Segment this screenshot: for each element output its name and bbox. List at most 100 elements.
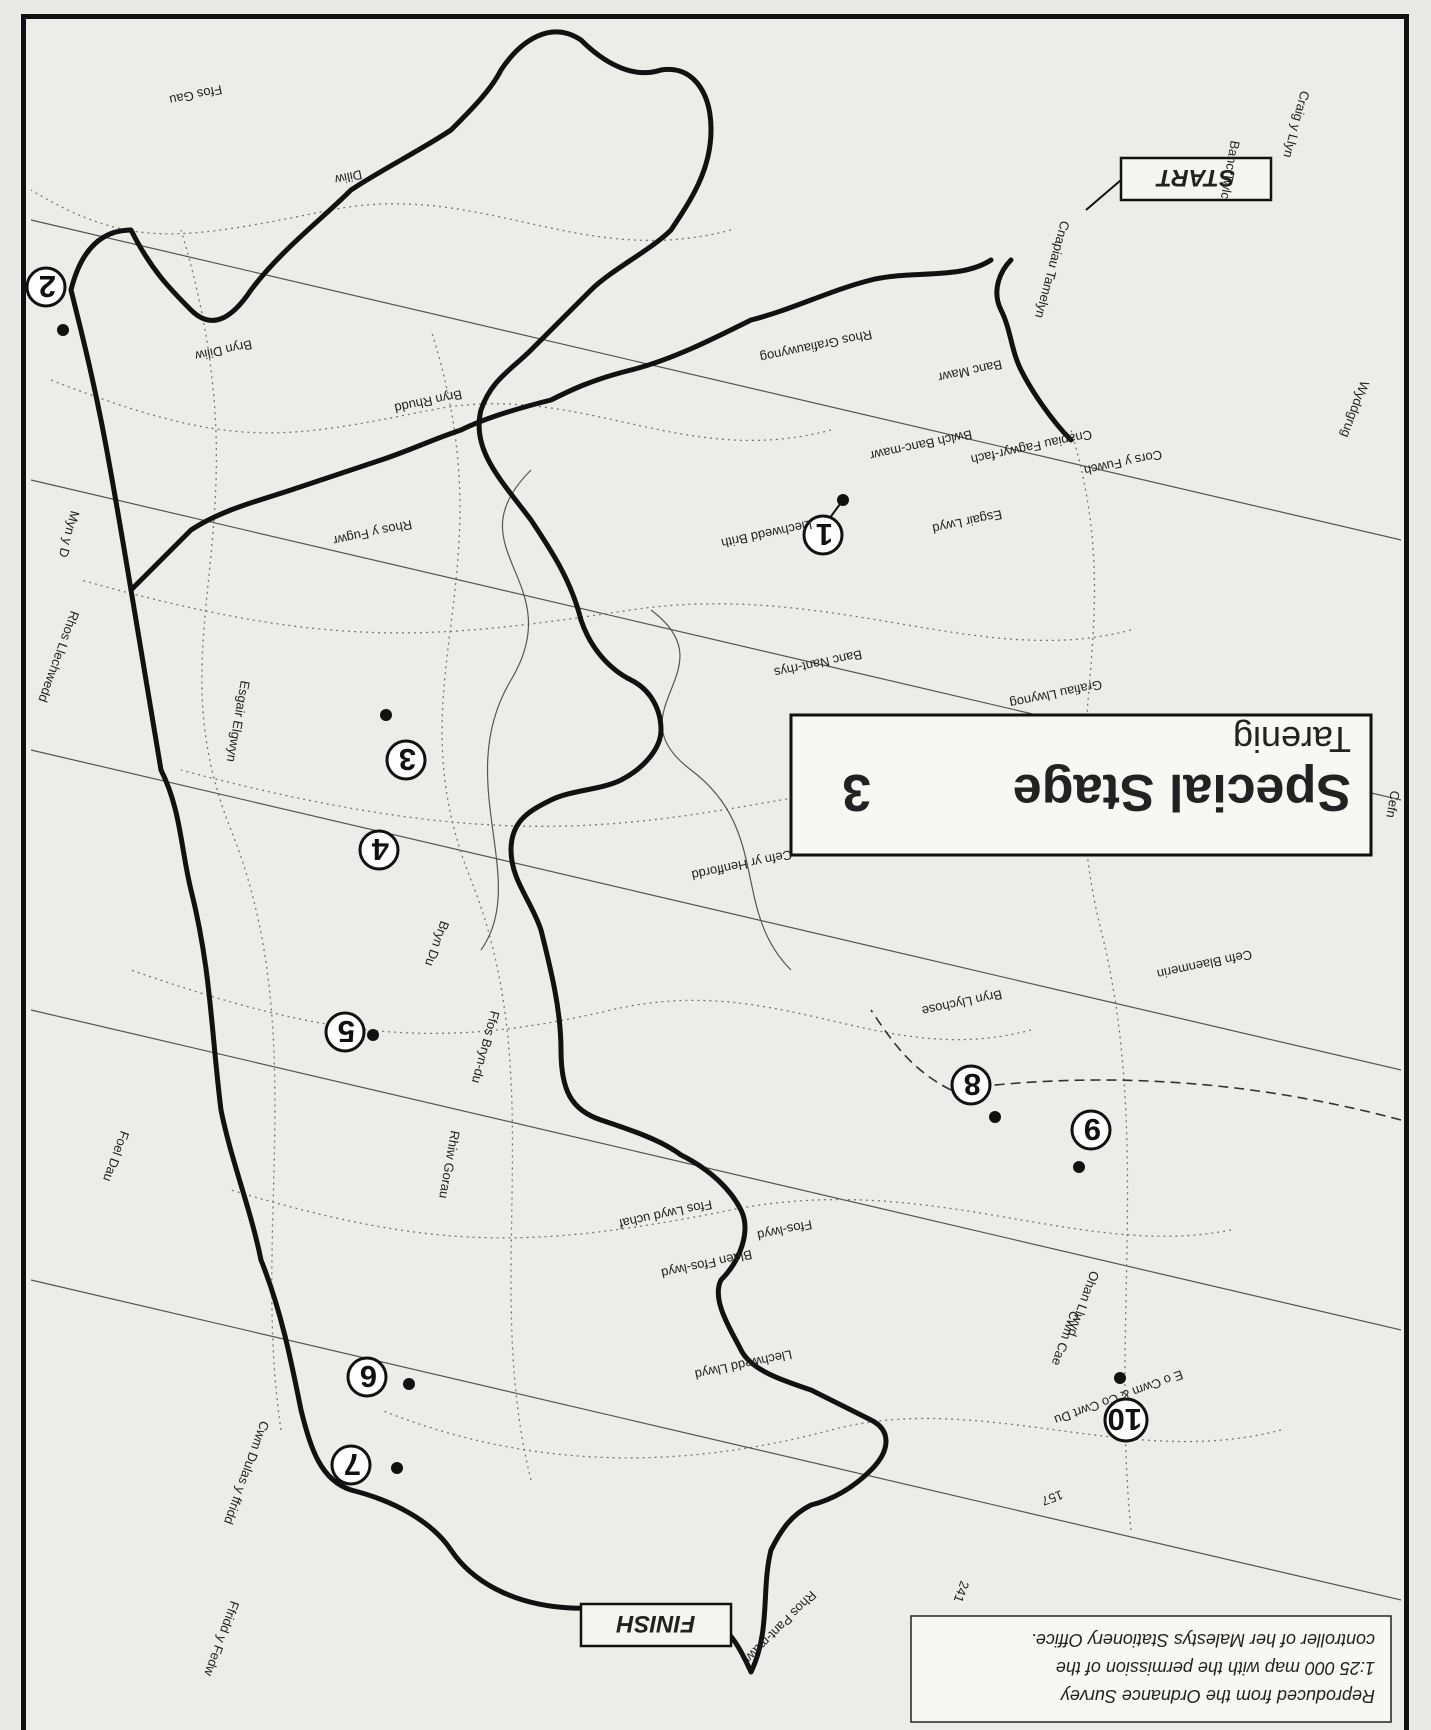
place-esgair-elgwyn: Esgair Elgwyn [224, 679, 253, 763]
control-4: 4 [358, 829, 400, 871]
grid-line [30, 1009, 1402, 1331]
place-cefn-yr-henffordd: Cefn yr Henffordd [690, 847, 793, 883]
place-cefn: Cefn [1383, 789, 1403, 819]
grid-line [30, 1279, 1402, 1601]
finish-marker: FINISH [579, 1602, 733, 1648]
place-bwlch-banc-mawr: Bwlch Banc-mawr [868, 427, 974, 463]
track [130, 969, 1032, 1041]
track [1070, 429, 1132, 1531]
control-1-label: 1 [816, 517, 833, 552]
place-rhos-pant-mawr: Rhos Pant-mawr [740, 1588, 820, 1668]
place-grafiau-llwynog: Grafiau Llwynog [1008, 677, 1103, 711]
control-6-label: 6 [360, 1359, 377, 1394]
place-ffos-lwyd-uchaf: Ffos Lwyd uchaf [617, 1197, 713, 1231]
place-banc-mawr: Banc Mawr [936, 357, 1003, 385]
control-8: 8 [950, 1064, 1001, 1123]
stage-name: Tarenig [1233, 719, 1351, 760]
control-4-label: 4 [371, 832, 389, 867]
control-7: 7 [330, 1444, 403, 1486]
control-9: 9 [1070, 1109, 1112, 1173]
finish-box [579, 1602, 733, 1648]
place-ohan-llwyd: Ohan Llwyd [1065, 1269, 1103, 1339]
forest-tracks [30, 189, 1312, 1531]
place-ffridd: Ffridd y Fedw [201, 1599, 242, 1679]
old-road [870, 1009, 952, 1091]
finish-label: FINISH [616, 1610, 695, 1637]
track [30, 189, 732, 242]
copyright-line-2: 1:25 000 map with the permission of the [1056, 1658, 1375, 1678]
place-llechwedd-brith: Llechwedd Brith [720, 517, 814, 551]
place-bryn-du: Bryn Du [422, 919, 452, 968]
copyright-box: Reproduced from the Ordnance Survey 1:25… [910, 1615, 1392, 1723]
place-banc-nant-rhys: Banc Nant-rhys [772, 647, 863, 680]
place-rhos-y-fugwr: Rhos y Fugwr [331, 517, 413, 548]
place-grid-157: 157 [1040, 1487, 1066, 1509]
start-box [1119, 156, 1273, 202]
control-5-label: 5 [338, 1014, 355, 1049]
place-esgair-lwyd: Esgair Lwyd [931, 507, 1003, 536]
place-diliw: Diliw [333, 167, 364, 188]
stage-route-link [128, 257, 994, 593]
start-pointer [1085, 179, 1122, 211]
control-2-label: 2 [39, 269, 56, 304]
place-cnapiau-tamelyn: Cnapiau Tamelyn [1032, 219, 1072, 320]
control-3-label: 3 [399, 742, 416, 777]
copyright-line-3: controller of her Malestys Stationery Of… [1031, 1630, 1375, 1650]
place-cefn-blaenmerin: Cefn Blaenmerin [1156, 947, 1254, 982]
grid-line [30, 749, 1402, 1071]
stage-route [68, 29, 889, 1675]
place-craig-y-llyn: Craig y Llyn [1280, 89, 1312, 159]
control-10: 10 [1103, 1372, 1149, 1443]
place-bryn-diliw: Bryn Diliw [193, 337, 253, 364]
place-ffos-gau: Ffos Gau [168, 82, 223, 108]
stage-title-box: Special Stage 3 Tarenig [789, 713, 1373, 857]
control-9-label: 9 [1084, 1112, 1101, 1147]
forest-edge [650, 609, 792, 971]
old-road [950, 1079, 1402, 1121]
place-rhos-llechwedd: Rhos Llechwedd [35, 609, 82, 704]
track [80, 579, 1132, 641]
place-ffos-lwyd: Ffos-lwyd [756, 1217, 814, 1243]
place-myn-y-d: Myn y D [56, 509, 83, 559]
place-cors-y-fuwch: Cors y Fuwch [1083, 447, 1164, 478]
place-grid-241: 241 [951, 1579, 973, 1605]
stage-route-spur [994, 257, 1074, 443]
forest-edge [480, 469, 532, 951]
copyright-line-1: Reproduced from the Ordnance Survey [1060, 1686, 1375, 1706]
control-3: 3 [380, 709, 427, 781]
track [180, 229, 282, 1431]
place-bryn-rhudd: Bryn Rhudd [393, 387, 463, 416]
control-7-label: 7 [344, 1447, 361, 1482]
place-rhiw-gorau: Rhiw Gorau [436, 1129, 463, 1199]
stage-title: Special Stage [1013, 763, 1351, 821]
track [180, 769, 1312, 841]
grid-lines [30, 219, 1402, 1601]
copyright-frame [910, 1615, 1392, 1723]
track [230, 1189, 1232, 1239]
place-cwm-y-ffridd: Cwm Dulas y ffridd [221, 1419, 272, 1526]
start-label: START [1155, 164, 1235, 191]
control-8-label: 8 [964, 1067, 981, 1102]
stage-number: 3 [842, 763, 871, 821]
place-bryn-llychose: Bryn Llychose [921, 987, 1004, 1019]
track [50, 379, 832, 442]
place-blaen-ffos: Blaen Ffos-lwyd [660, 1247, 754, 1281]
stage-box [789, 713, 1373, 857]
place-rhos-grafiau: Rhos Grafiauwynog [759, 327, 874, 365]
track [430, 329, 532, 1481]
place-ffos-bryn-du: Ffos Bryn-du [469, 1009, 503, 1085]
place-cnapiau: Cnapiau Fagwyr-fach [970, 427, 1094, 467]
control-10-label: 10 [1108, 1402, 1142, 1437]
place-foel-dau: Foel Dau [100, 1129, 132, 1184]
start-marker: START [1085, 156, 1273, 211]
control-1: 1 [802, 494, 849, 556]
grid-line [30, 219, 1402, 541]
control-5: 5 [324, 1011, 379, 1053]
place-names: Ffos Gau Diliw Bryn Diliw Bryn Rhudd Rho… [35, 82, 1403, 1679]
control-2: 2 [25, 266, 69, 336]
place-wyddgrug: Wyddgrug [1338, 379, 1372, 440]
control-6: 6 [346, 1356, 415, 1398]
